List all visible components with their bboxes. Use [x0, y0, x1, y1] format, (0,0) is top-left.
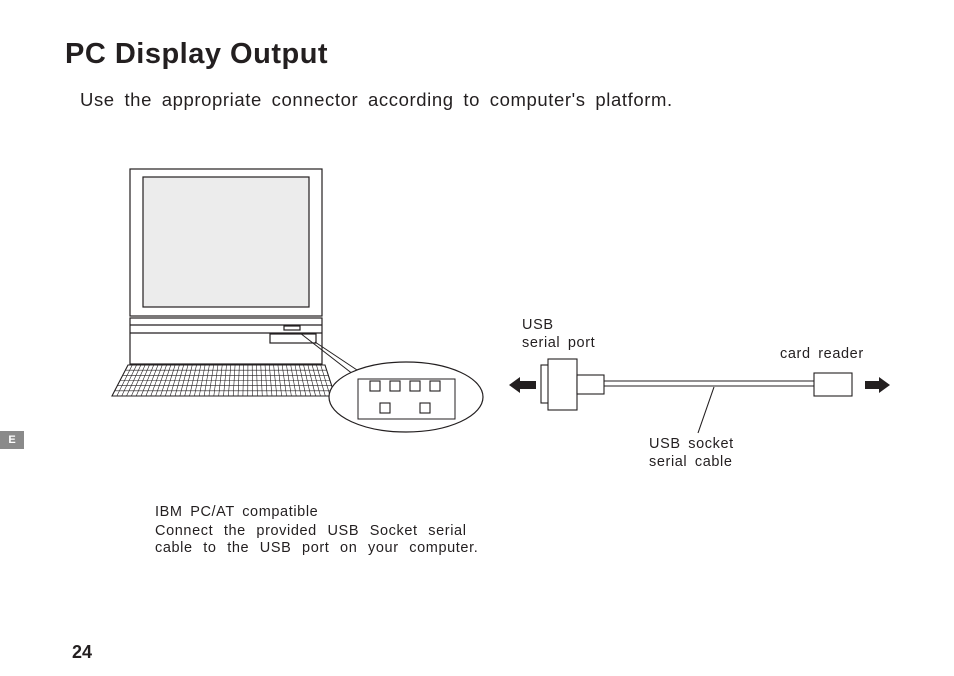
- computer-monitor-icon: [129, 168, 323, 317]
- intro-text: Use the appropriate connector according …: [80, 89, 673, 110]
- computer-base-icon: [129, 317, 323, 365]
- note-line2: cable to the USB port on your computer.: [155, 540, 479, 556]
- usb-port-label-line1: USB: [522, 317, 554, 333]
- right-arrow-icon: [865, 377, 890, 393]
- left-arrow-icon: [509, 377, 536, 393]
- page-number: 24: [72, 642, 93, 662]
- page-title: PC Display Output: [65, 38, 329, 70]
- note-heading: IBM PC/AT compatible: [155, 504, 319, 520]
- card-reader-label: card reader: [780, 346, 864, 362]
- usb-port-label-line2: serial port: [522, 335, 596, 351]
- card-reader-plug-icon: [813, 372, 853, 397]
- language-tab: E: [0, 431, 24, 449]
- usb-plug-icon: [540, 358, 605, 411]
- keyboard-icon: [111, 364, 336, 397]
- cable-label-line2: serial cable: [649, 454, 733, 470]
- cable-label-line1: USB socket: [649, 436, 734, 452]
- usb-ports-zoom-icon: [328, 361, 484, 433]
- note-line1: Connect the provided USB Socket serial: [155, 523, 467, 539]
- usb-cable: [604, 380, 814, 434]
